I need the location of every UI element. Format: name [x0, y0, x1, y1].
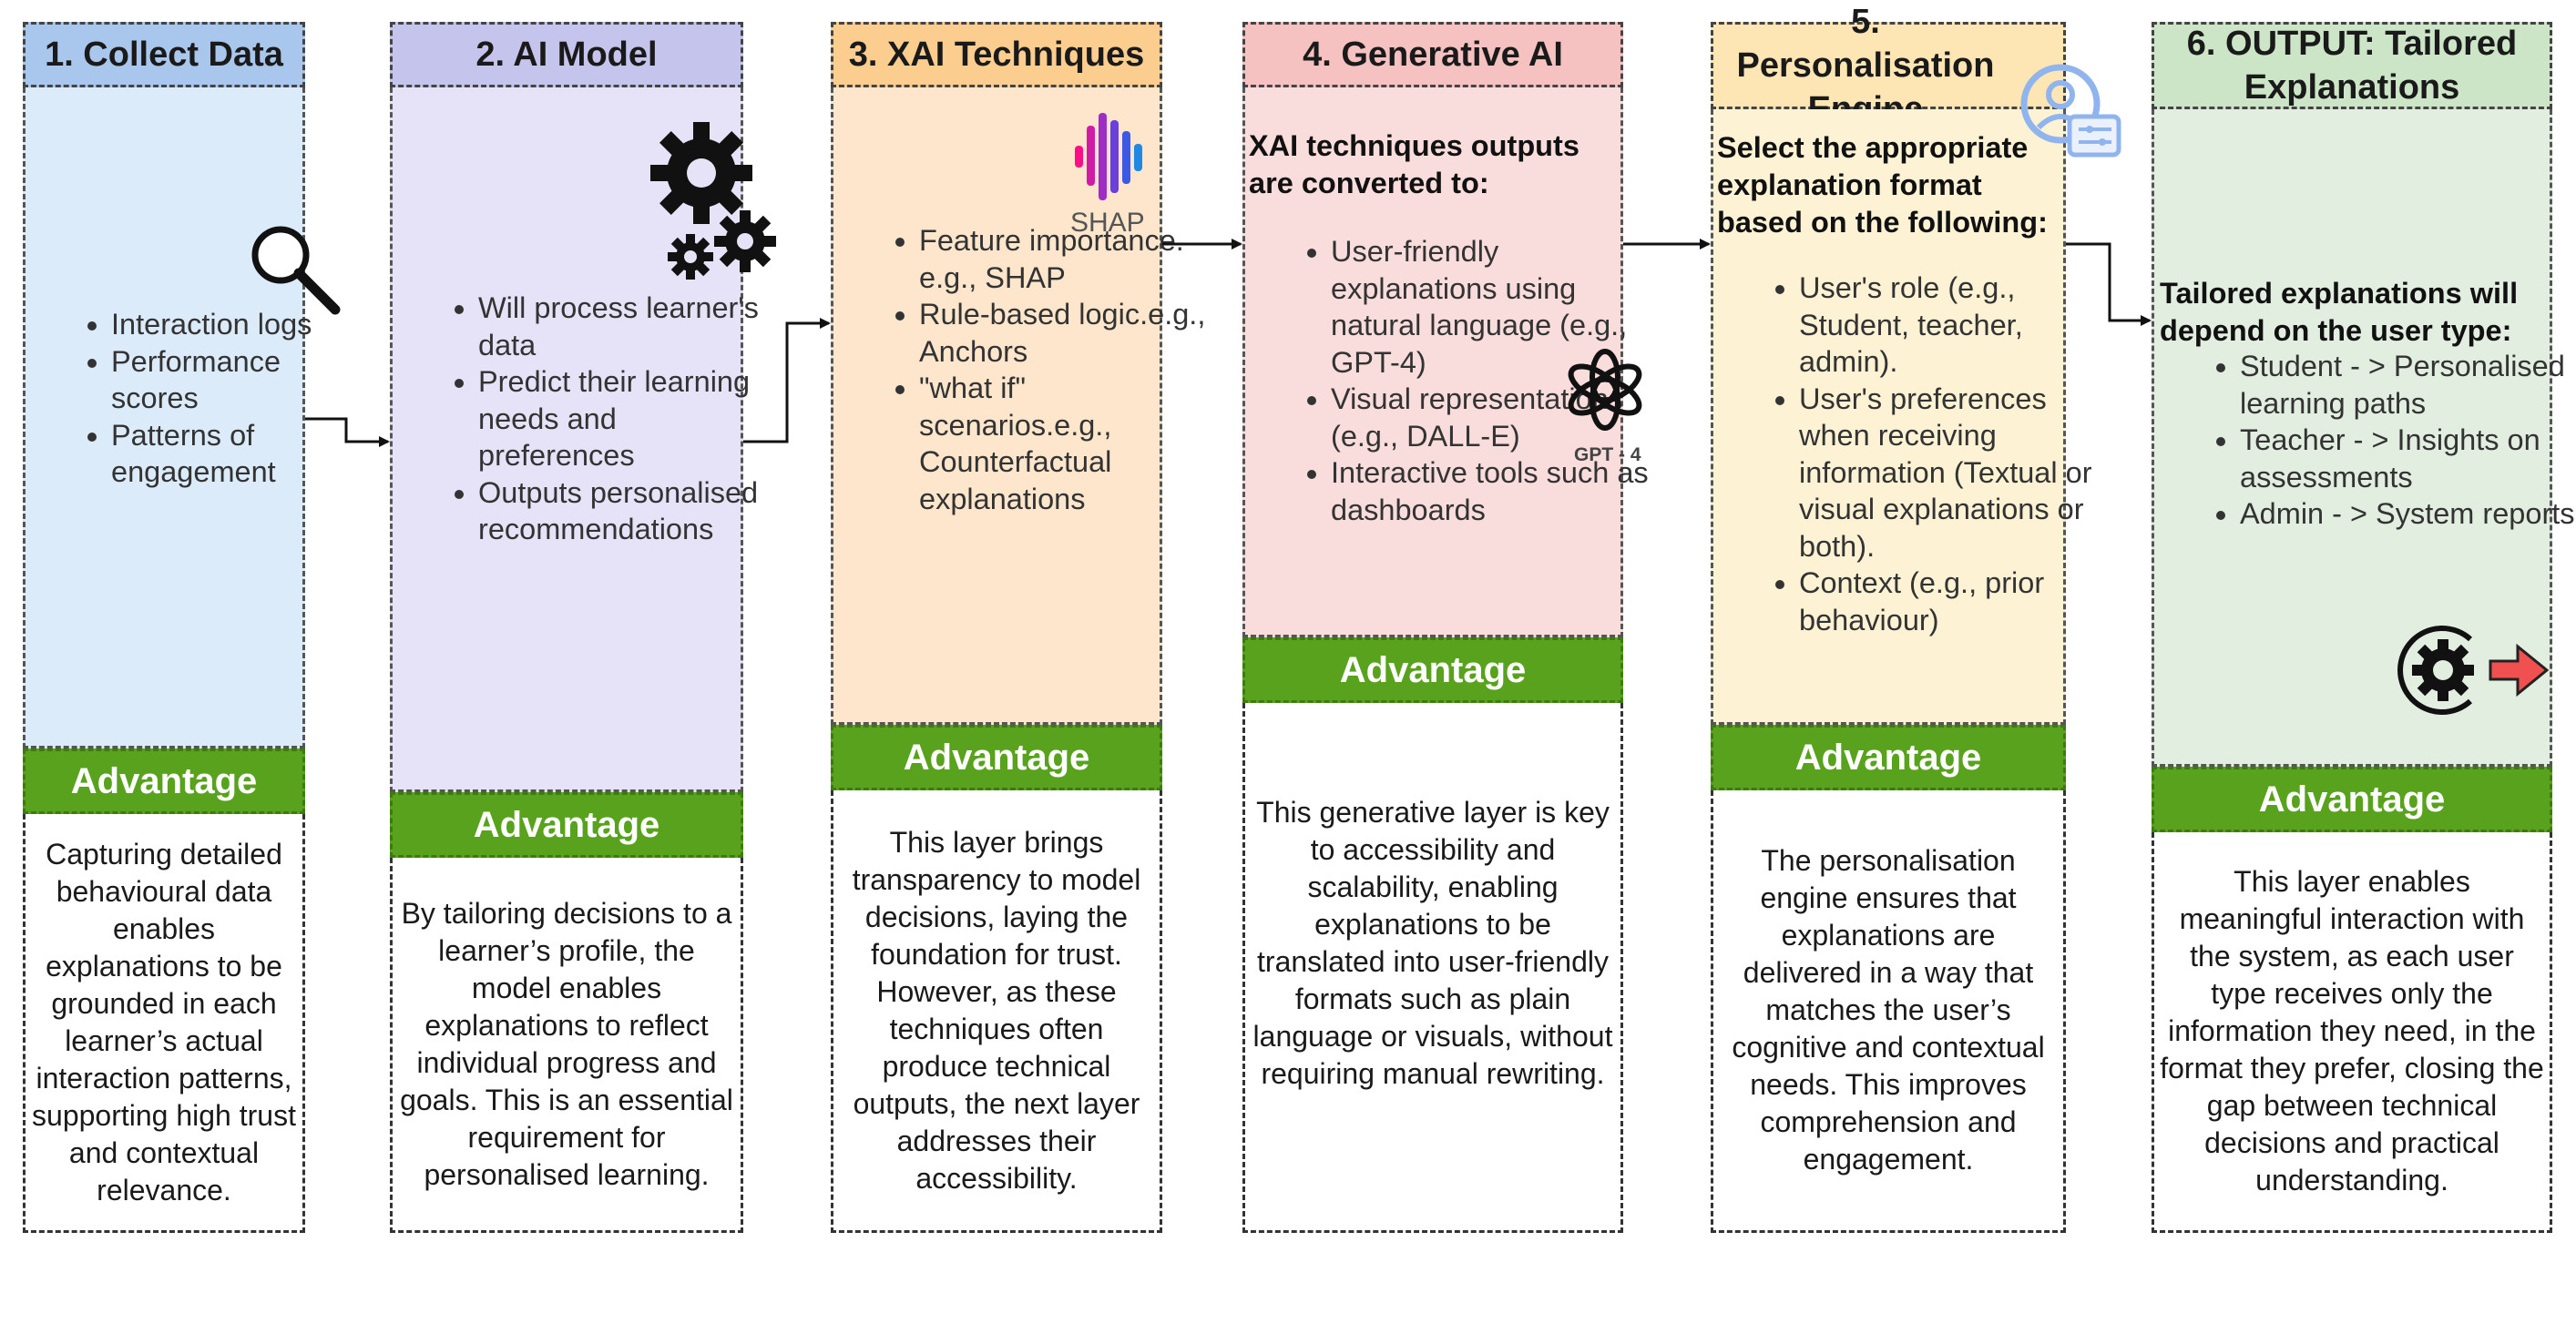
col5-bullet: Context (e.g., prior behaviour) — [1799, 565, 2114, 638]
col6-header: 6. OUTPUT: Tailored Explanations — [2152, 22, 2552, 109]
col1-bullet: Interaction logs — [111, 306, 348, 343]
col2-header: 2. AI Model — [390, 22, 743, 87]
col3-bullet: Rule-based logic.e.g., Anchors — [919, 296, 1212, 370]
gear-output-icon — [2397, 626, 2549, 715]
gpt-logo-icon — [1568, 349, 1642, 431]
col3-description: This layer brings transparency to model … — [831, 790, 1162, 1233]
gpt-logo-label: GPT - 4 — [1574, 444, 1641, 465]
col2-bullet: Predict their learning needs and prefere… — [478, 363, 779, 474]
col3-header: 3. XAI Techniques — [831, 22, 1162, 87]
col2-bullet: Will process learner's data — [478, 290, 779, 363]
shap-logo-label: SHAP — [1070, 208, 1145, 238]
col2-bullet: Outputs personalised recommendations — [478, 474, 779, 548]
col3-bullet: Feature importance. e.g., SHAP — [919, 222, 1212, 296]
magnifier-icon — [251, 226, 341, 315]
col4-intro: XAI techniques outputs are converted to: — [1249, 129, 1579, 199]
col5-intro: Select the appropriate explanation forma… — [1717, 131, 2048, 239]
col6-advantage-bar: Advantage — [2152, 767, 2552, 832]
col5-header: 5. Personalisation Engine — [1711, 3, 2066, 128]
arrow-2-to-3 — [743, 318, 831, 443]
col3-bullet: "what if" scenarios.e.g., Counterfactual… — [919, 370, 1212, 517]
col6-intro: Tailored explanations will depend on the… — [2160, 277, 2519, 347]
arrow-1-to-2 — [305, 417, 390, 447]
col5-bullet: User's preferences when receiving inform… — [1799, 381, 2114, 565]
col3-body: Feature importance. e.g., SHAP Rule-base… — [831, 87, 1205, 725]
col2-advantage-bar: Advantage — [390, 792, 743, 858]
col6-bullet: Student - > Personalised learning paths — [2240, 348, 2576, 422]
user-settings-icon — [2020, 64, 2121, 158]
col2-description: By tailoring decisions to a learner’s pr… — [390, 858, 743, 1233]
col5-advantage-bar: Advantage — [1711, 725, 2066, 790]
col6-bullet: Admin - > System reports — [2240, 495, 2576, 533]
shap-logo-icon — [1075, 113, 1142, 200]
col2-body: Will process learner's data Predict thei… — [390, 87, 759, 792]
col6-body: Tailored explanations will depend on the… — [2152, 109, 2575, 767]
col1-bullet: Patterns of engagement — [111, 417, 348, 491]
col6-bullet: Teacher - > Insights on assessments — [2240, 422, 2576, 495]
arrow-5-to-6 — [2066, 242, 2152, 326]
col6-description: This layer enables meaningful interactio… — [2152, 832, 2552, 1233]
col4-header: 4. Generative AI — [1242, 22, 1623, 87]
col1-header: 1. Collect Data — [23, 22, 305, 87]
col4-description: This generative layer is key to accessib… — [1242, 703, 1623, 1233]
col4-bullet: User-friendly explanations using natural… — [1331, 233, 1668, 381]
col4-advantage-bar: Advantage — [1242, 637, 1623, 703]
col4-bullet: Interactive tools such as dashboards — [1331, 454, 1668, 528]
col5-bullet: User's role (e.g., Student, teacher, adm… — [1799, 270, 2114, 381]
col3-advantage-bar: Advantage — [831, 725, 1162, 790]
col1-advantage-bar: Advantage — [23, 748, 305, 814]
col1-body: Interaction logs Performance scores Patt… — [23, 87, 312, 748]
col1-description: Capturing detailed behavioural data enab… — [23, 814, 305, 1233]
col5-body: Select the appropriate explanation forma… — [1711, 109, 2092, 725]
col4-body: XAI techniques outputs are converted to:… — [1242, 87, 1649, 637]
col1-bullet: Performance scores — [111, 343, 348, 417]
gears-icon — [650, 122, 776, 280]
col5-description: The personalisation engine ensures that … — [1711, 790, 2066, 1233]
